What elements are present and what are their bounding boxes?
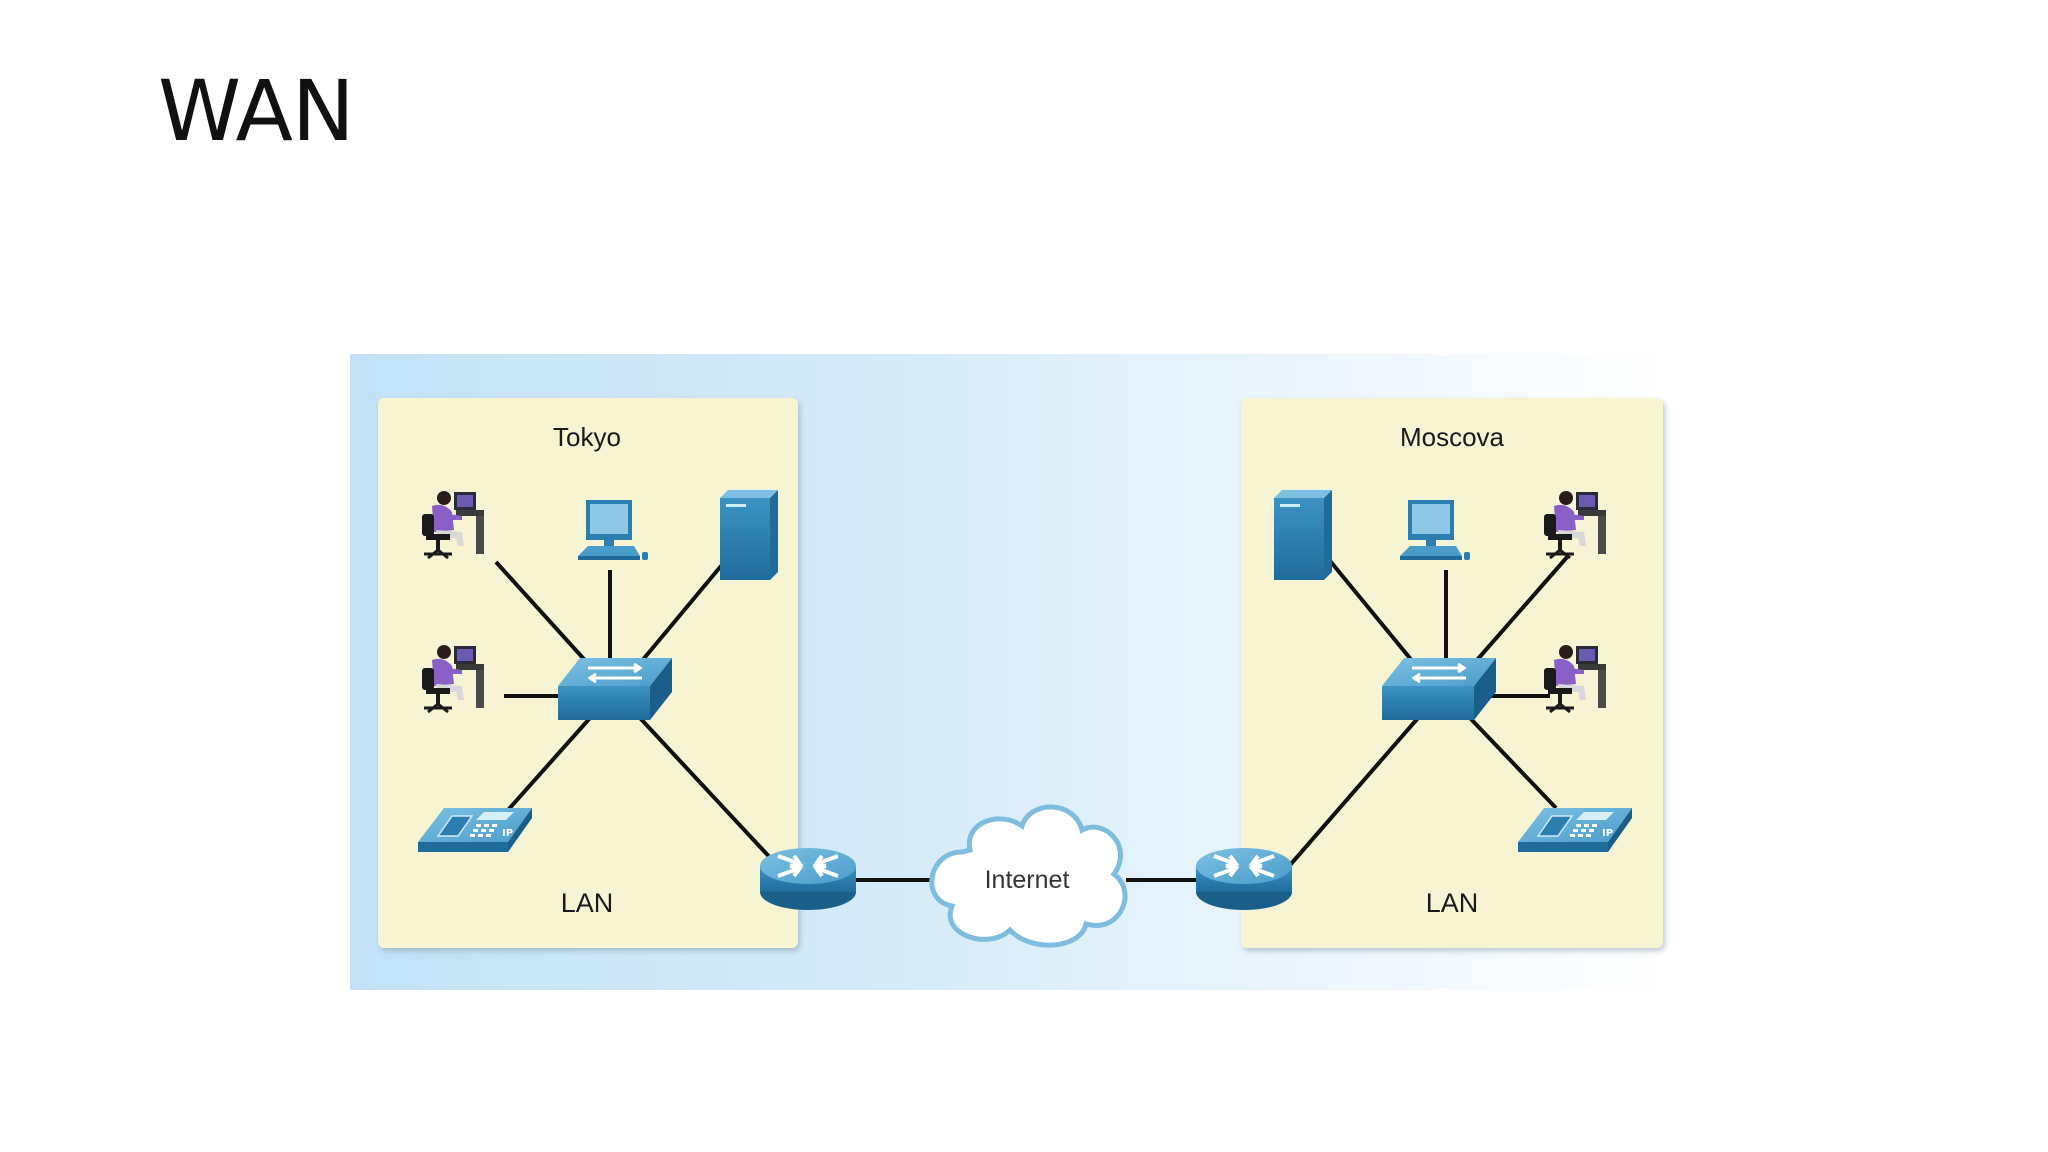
tokyo-server-icon [720,490,778,580]
tokyo-switch-icon [556,656,674,722]
moscova-router-icon [1194,846,1294,912]
link-moscova-switch-router [1282,716,1420,874]
moscova-site-label: Moscova [1400,422,1505,452]
link-moscova-switch-phone [1468,716,1558,810]
tokyo-lan-label: LAN [561,888,614,918]
tokyo-site-label: Tokyo [553,422,621,452]
link-tokyo-user1-switch [494,560,594,670]
link-tokyo-switch-router [638,716,778,866]
moscova-lan-label: LAN [1426,888,1479,918]
tokyo-router-icon [758,846,858,912]
slide-title: WAN [158,62,355,160]
internet-label: Internet [985,866,1070,894]
link-tokyo-phone-switch [506,716,592,812]
link-tokyo-server-switch [634,558,728,670]
moscova-server-icon [1274,490,1332,580]
network-links [494,554,1570,882]
moscova-switch-icon [1380,656,1498,722]
link-moscova-user1-switch [1468,554,1570,670]
link-moscova-server-switch [1324,554,1420,670]
internet-cloud-icon [929,804,1128,948]
